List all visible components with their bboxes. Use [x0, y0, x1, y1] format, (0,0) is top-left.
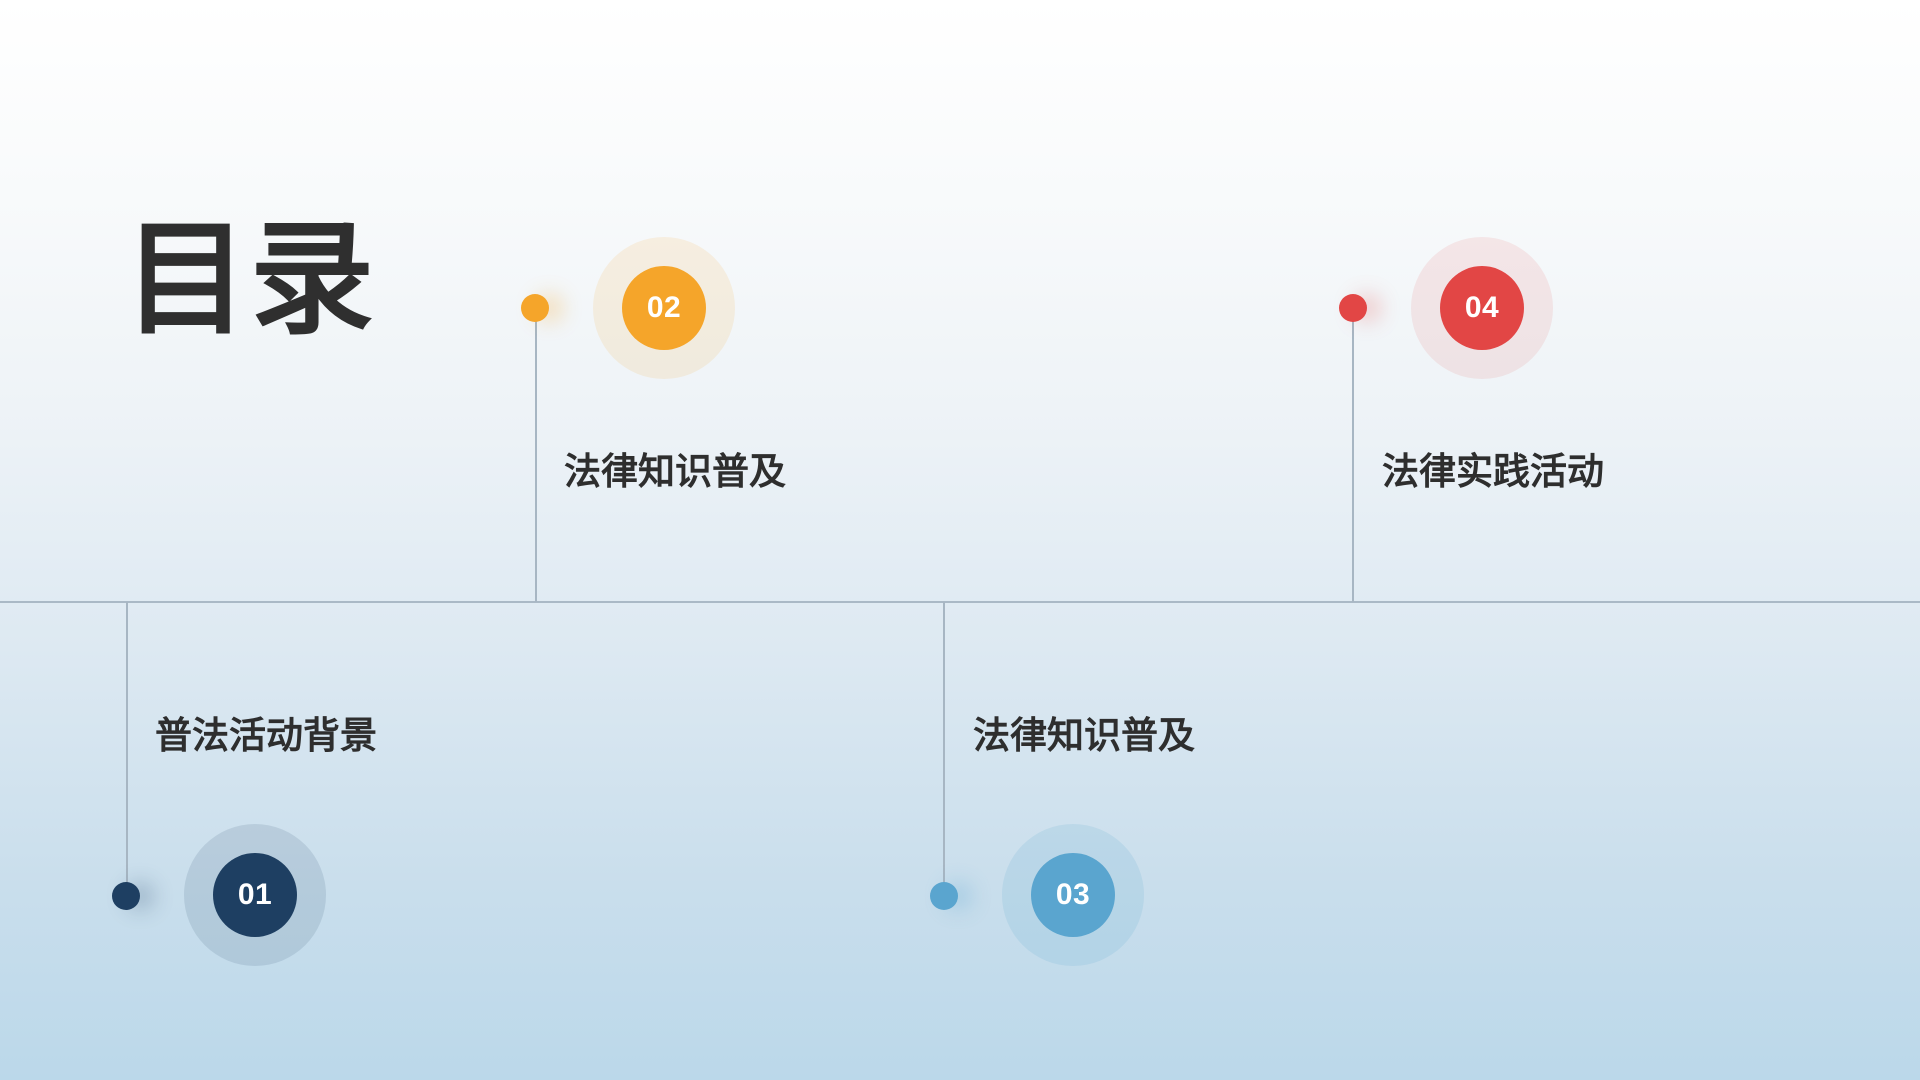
page-title: 目录: [124, 208, 377, 352]
timeline-dot-04: [1339, 294, 1367, 322]
item-label-02[interactable]: 法律知识普及: [564, 450, 786, 493]
connector-line-04: [1352, 308, 1354, 602]
badge-04[interactable]: 04: [1440, 266, 1524, 350]
timeline-dot-03: [930, 882, 958, 910]
badge-02[interactable]: 02: [622, 266, 706, 350]
timeline-dot-02: [521, 294, 549, 322]
badge-01[interactable]: 01: [213, 853, 297, 937]
connector-line-02: [535, 308, 537, 602]
badge-03[interactable]: 03: [1031, 853, 1115, 937]
connector-line-01: [126, 602, 128, 896]
item-label-01[interactable]: 普法活动背景: [155, 714, 377, 757]
timeline-dot-01: [112, 882, 140, 910]
item-label-03[interactable]: 法律知识普及: [973, 714, 1195, 757]
item-label-04[interactable]: 法律实践活动: [1382, 450, 1604, 493]
timeline-line: [0, 601, 1920, 603]
connector-line-03: [943, 602, 945, 896]
